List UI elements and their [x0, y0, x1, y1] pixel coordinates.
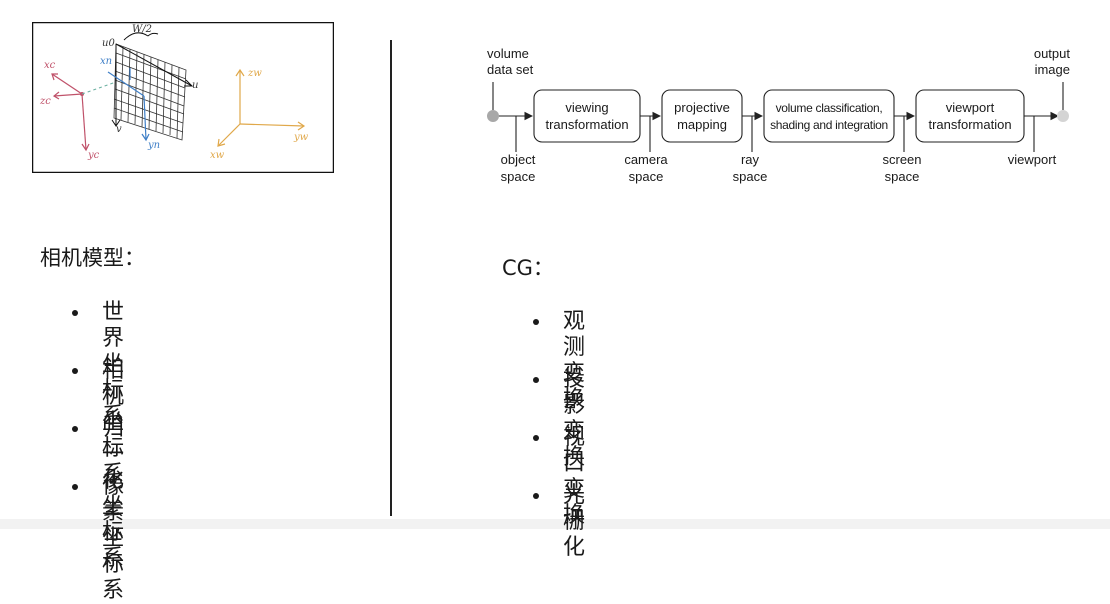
bottom-strip — [0, 519, 1110, 529]
sketch-label-yc: yc — [87, 150, 100, 161]
space-label-camera-1: camera — [624, 152, 668, 167]
vertical-divider — [390, 40, 392, 516]
bullet-dot — [533, 493, 539, 499]
list-item-label: 世界坐标系 — [102, 300, 125, 429]
list-item-label: 相机坐标系 — [102, 358, 125, 487]
space-label-screen-2: space — [885, 169, 920, 184]
stage-box-projective — [661, 89, 743, 143]
image-plane-grid — [113, 43, 187, 141]
bullet-dot — [72, 310, 78, 316]
rendering-pipeline-diagram: viewing transformation projective mappin… — [487, 46, 1071, 184]
stage-volume-line2: shading and integration — [770, 118, 888, 132]
space-label-viewport: viewport — [1008, 152, 1057, 167]
bullet-dot — [533, 435, 539, 441]
sketch-label-xn: xn — [100, 56, 112, 67]
space-label-ray-2: space — [733, 169, 768, 184]
stage-volume-line1: volume classification, — [776, 101, 883, 115]
input-label-line2: data set — [487, 62, 534, 77]
sketch-label-v: v — [116, 124, 122, 135]
stage-viewing-line1: viewing — [565, 100, 608, 115]
sketch-label-zc: zc — [39, 96, 51, 107]
camera-model-title: 相机模型： — [40, 246, 145, 270]
list-item-label: 像素坐标系 — [102, 474, 125, 603]
stage-viewport-line1: viewport — [946, 100, 995, 115]
list-item-label: 投影变换 — [563, 367, 586, 470]
sketch-label-yw: yw — [293, 132, 309, 143]
bullet-dot — [72, 484, 78, 490]
stage-projective-line2: mapping — [677, 117, 727, 132]
stage-box-viewing — [533, 89, 641, 143]
input-node — [487, 110, 499, 122]
space-label-object-2: space — [501, 169, 536, 184]
space-label-ray-1: ray — [741, 152, 760, 167]
stage-viewing-line2: transformation — [545, 117, 628, 132]
stage-viewport-line2: transformation — [928, 117, 1011, 132]
sketch-label-xc: xc — [44, 60, 56, 71]
sketch-label-u: u — [192, 80, 198, 91]
stage-box-viewport — [915, 89, 1025, 143]
output-label-line2: image — [1035, 62, 1070, 77]
output-node — [1057, 110, 1069, 122]
space-label-camera-2: space — [629, 169, 664, 184]
bullet-dot — [533, 319, 539, 325]
bullet-dot — [72, 426, 78, 432]
sketch-label-zw: zw — [247, 68, 262, 79]
stage-box-volume — [763, 89, 895, 143]
list-item-label: 光栅化 — [563, 483, 586, 560]
list-item-label: 观测变换 — [563, 309, 586, 412]
camera-model-sketch: W/2 u0 u v xc zc yc xn yn zw yw xw — [32, 22, 334, 173]
sketch-label-half-width: W/2 — [132, 24, 152, 35]
space-label-screen-1: screen — [882, 152, 921, 167]
stage-projective-line1: projective — [674, 100, 730, 115]
space-label-object-1: object — [501, 152, 536, 167]
cg-title: CG： — [502, 256, 554, 280]
sketch-label-yn: yn — [147, 140, 160, 151]
input-label-line1: volume — [487, 46, 529, 61]
sketch-label-xw: xw — [210, 150, 225, 161]
bullet-dot — [533, 377, 539, 383]
list-item-label: 视口变换 — [563, 425, 586, 528]
output-label-line1: output — [1034, 46, 1071, 61]
bullet-dot — [72, 368, 78, 374]
sketch-label-u0: u0 — [102, 38, 115, 49]
